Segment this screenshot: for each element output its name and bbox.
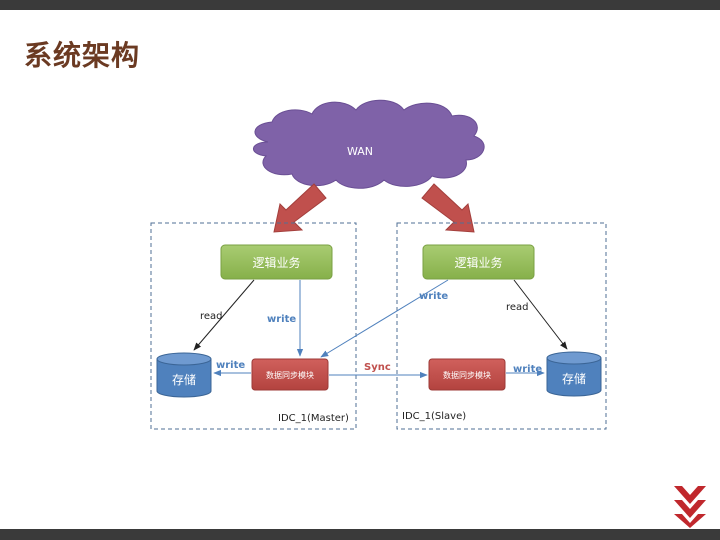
master-read-arrow — [193, 279, 255, 351]
master-zone-box — [150, 222, 357, 430]
wan-to-master-arrow — [273, 183, 327, 233]
slave-read-arrow — [513, 279, 568, 350]
master-sync-label: 数据同步模块 — [266, 370, 314, 380]
master-zone-label: IDC_1(Master) — [278, 413, 349, 424]
master-read-label: read — [200, 311, 223, 322]
master-write-down-label: write — [267, 314, 296, 325]
page-title: 系统架构 — [24, 39, 141, 72]
wan-cloud: WAN — [253, 99, 485, 189]
slave-read-label: read — [506, 302, 529, 313]
slave-write-right-label: write — [513, 364, 542, 375]
master-write-left-label: write — [216, 360, 245, 371]
slave-zone-box — [396, 222, 607, 430]
bottom-bar — [0, 529, 720, 540]
slave-sync-module: 数据同步模块 — [428, 358, 506, 391]
master-storage-cylinder: 存储 — [156, 352, 212, 398]
top-bar — [0, 0, 720, 10]
master-storage-label: 存储 — [172, 372, 196, 387]
master-logic-label: 逻辑业务 — [252, 255, 300, 270]
master-logic-box: 逻辑业务 — [220, 244, 333, 280]
sync-label: Sync — [364, 362, 391, 373]
slave-logic-box: 逻辑业务 — [422, 244, 535, 280]
wan-label: WAN — [347, 145, 373, 158]
double-chevron-down-icon — [674, 486, 706, 528]
slave-storage-label: 存储 — [562, 371, 586, 386]
slave-write-cross-label: write — [419, 291, 448, 302]
slave-zone-label: IDC_1(Slave) — [402, 411, 466, 422]
slave-storage-cylinder: 存储 — [546, 351, 602, 397]
master-sync-module: 数据同步模块 — [251, 358, 329, 391]
wan-to-slave-arrow — [421, 183, 475, 233]
slave-logic-label: 逻辑业务 — [454, 255, 502, 270]
slave-sync-label: 数据同步模块 — [443, 370, 491, 380]
slave-write-cross-arrow — [320, 279, 449, 358]
